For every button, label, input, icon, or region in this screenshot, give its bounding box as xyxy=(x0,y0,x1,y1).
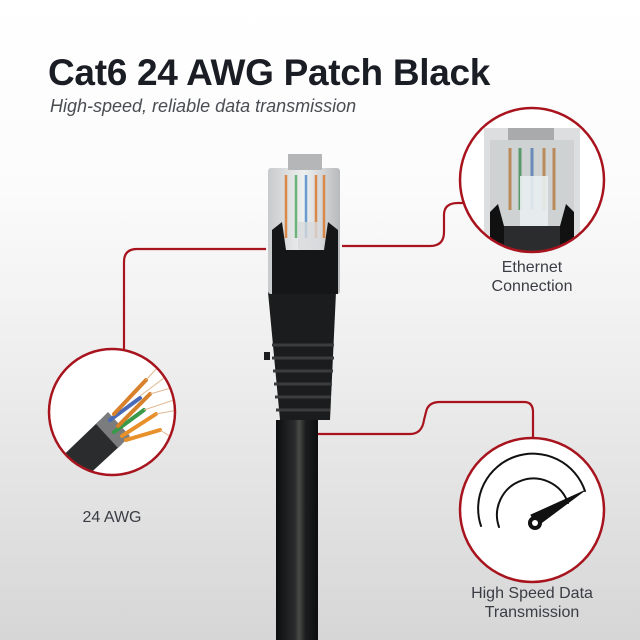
cable-product-image xyxy=(264,154,340,640)
ethernet-label: Ethernet Connection xyxy=(472,258,592,296)
line-awg xyxy=(122,247,266,350)
speed-label-line2: Transmission xyxy=(484,604,580,621)
speed-label-line1: High Speed Data xyxy=(471,585,593,602)
rj45-connector-closeup-icon xyxy=(484,128,580,251)
product-title: Cat6 24 AWG Patch Black xyxy=(48,52,491,93)
awg-label-line1: 24 AWG xyxy=(82,509,142,526)
ethernet-label-line1: Ethernet xyxy=(501,259,563,276)
awg-label: 24 AWG xyxy=(52,508,172,527)
product-subtitle: High-speed, reliable data transmission xyxy=(50,96,357,116)
ethernet-feature-circle xyxy=(458,106,606,254)
speedometer-icon xyxy=(477,452,586,530)
line-ethernet xyxy=(342,201,466,248)
speed-feature-circle xyxy=(458,436,606,584)
line-speed xyxy=(313,400,535,438)
ethernet-label-line2: Connection xyxy=(491,278,573,295)
awg-feature-circle xyxy=(47,347,177,477)
callout-lines xyxy=(122,201,535,438)
stripped-wire-bundle-icon xyxy=(50,355,174,474)
speed-label: High Speed Data Transmission xyxy=(462,584,602,622)
